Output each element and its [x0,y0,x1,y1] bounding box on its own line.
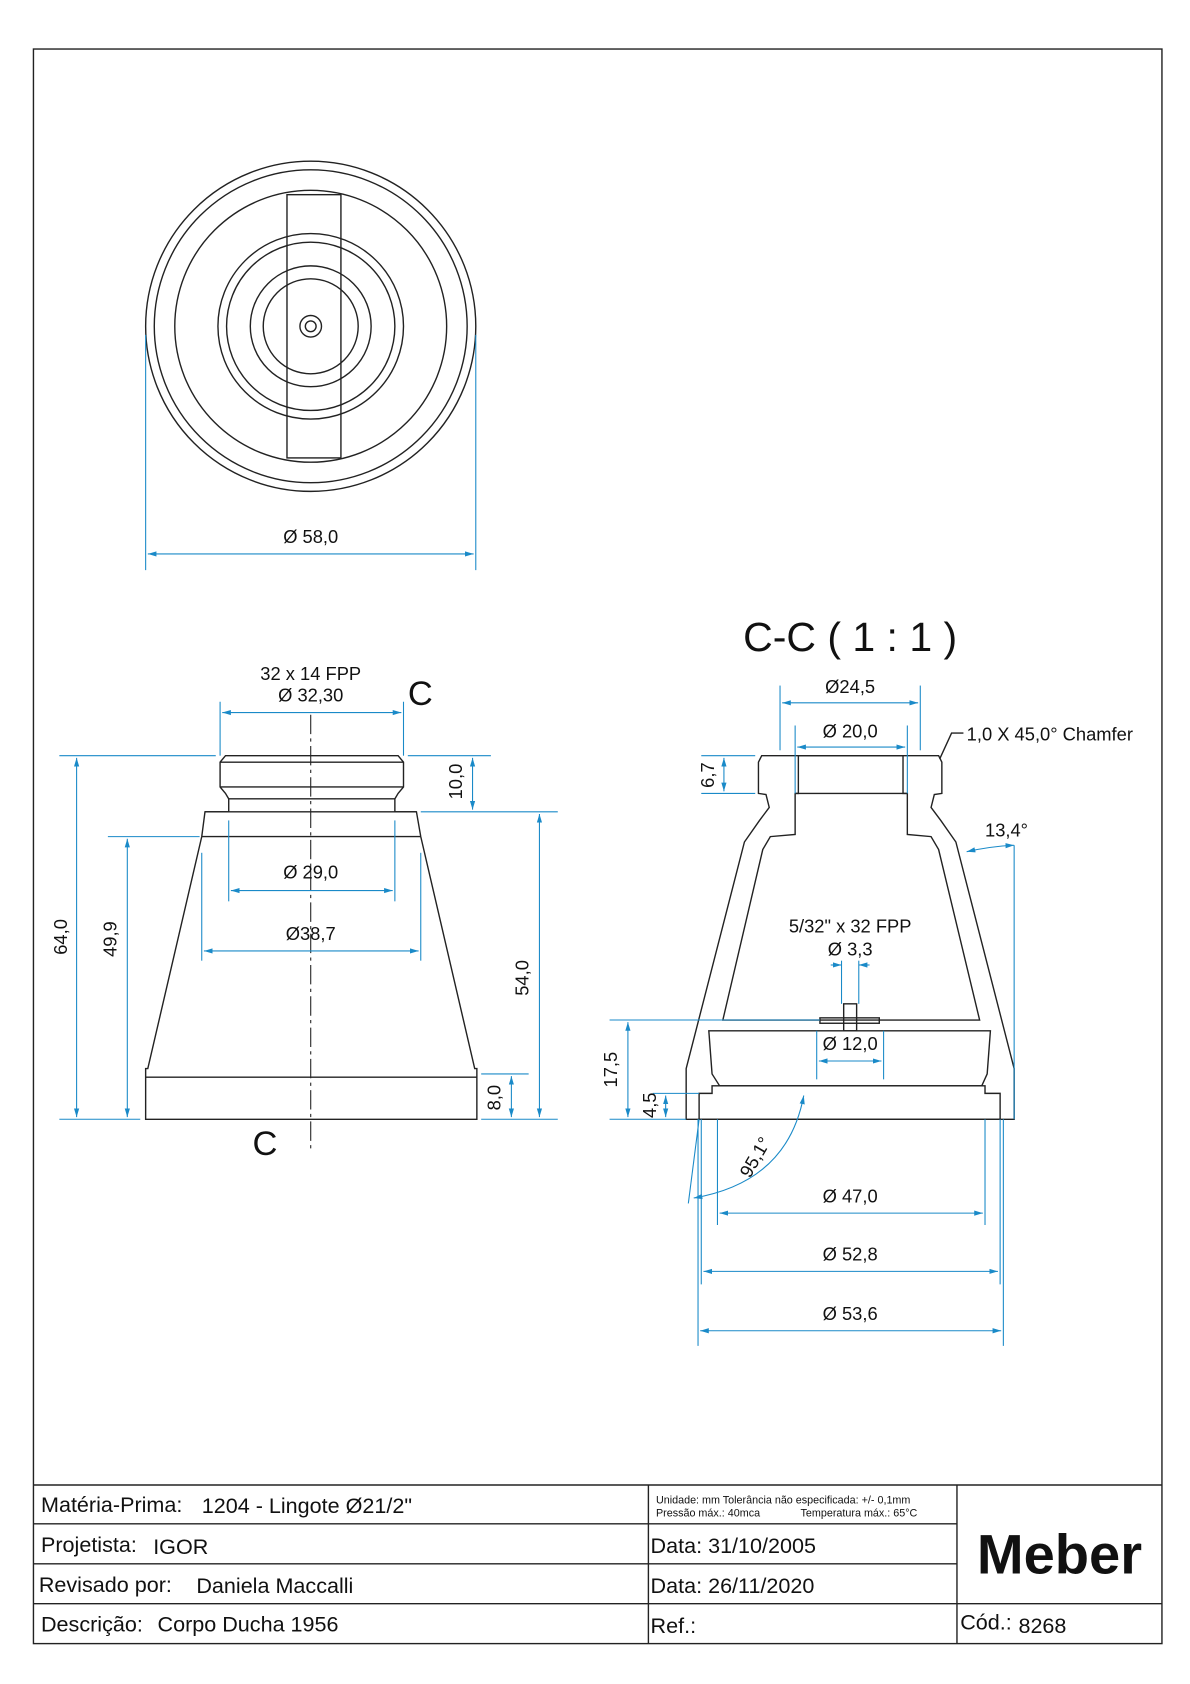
dim-d33: Ø 3,3 [828,938,873,959]
dim-h10: 10,0 [445,764,466,800]
dim-d29: Ø 29,0 [283,862,338,883]
section-title: C-C ( 1 : 1 ) [743,614,957,660]
revisado-value: Daniela Maccalli [196,1573,353,1598]
projetista-value: IGOR [153,1534,208,1559]
drawing-frame [32,48,1163,1645]
chamfer-note: 1,0 X 45,0° Chamfer [967,724,1133,745]
dim-h49: 49,9 [100,921,121,957]
cod-label: Cód.: [960,1610,1012,1635]
dim-h175: 17,5 [600,1052,621,1088]
meber-logo: Meber [977,1522,1142,1585]
dim-d47: Ø 47,0 [823,1185,878,1206]
dim-d536: Ø 53,6 [823,1303,878,1324]
top-view: Ø 58,0 [144,160,477,571]
dim-h54: 54,0 [512,960,533,996]
ref-label: Ref.: [651,1613,697,1638]
angle-134: 13,4° [985,820,1028,841]
date-created: Data: 31/10/2005 [651,1533,816,1558]
notes-pressure: Pressão máx.: 40mca [656,1507,760,1519]
revisado-label: Revisado por: [39,1572,172,1597]
section-mark-top: C [408,675,433,713]
dim-d12: Ø 12,0 [823,1033,878,1054]
thread-diameter: Ø 32,30 [278,685,343,706]
dim-d24: Ø24,5 [825,676,875,697]
descricao-value: Corpo Ducha 1956 [158,1612,339,1637]
projetista-label: Projetista: [41,1532,137,1557]
dim-h64: 64,0 [50,919,71,955]
angle-951: 95,1° [735,1133,775,1181]
title-block: Matéria-Prima: 1204 - Lingote Ø21/2" Uni… [33,1484,1162,1644]
cod-value: 8268 [1018,1613,1066,1638]
front-view: C C 32 x 14 FPP Ø 32,30 Ø 29,0 Ø38,7 64,… [50,663,558,1163]
top-diameter-label: Ø 58,0 [283,526,338,547]
materia-value: 1204 - Lingote Ø21/2" [202,1493,412,1518]
notes-line1: Unidade: mm Tolerância não especificada:… [656,1494,910,1506]
section-view: C-C ( 1 : 1 ) Ø24,5 Ø 20,0 1,0 X 45,0° C… [600,614,1133,1346]
dim-d528: Ø 52,8 [823,1244,878,1265]
date-revised: Data: 26/11/2020 [651,1573,815,1598]
dim-d20: Ø 20,0 [823,720,878,741]
materia-label: Matéria-Prima: [41,1492,182,1517]
inner-thread-spec: 5/32" x 32 FPP [789,916,912,937]
section-mark-bottom: C [252,1125,277,1163]
dim-h45: 4,5 [639,1093,660,1118]
thread-spec: 32 x 14 FPP [260,663,361,684]
dim-h8: 8,0 [484,1085,505,1110]
dim-h67: 6,7 [697,762,718,787]
dim-d38: Ø38,7 [286,923,336,944]
descricao-label: Descrição: [41,1612,143,1637]
notes-temperature: Temperatura máx.: 65°C [801,1507,918,1519]
